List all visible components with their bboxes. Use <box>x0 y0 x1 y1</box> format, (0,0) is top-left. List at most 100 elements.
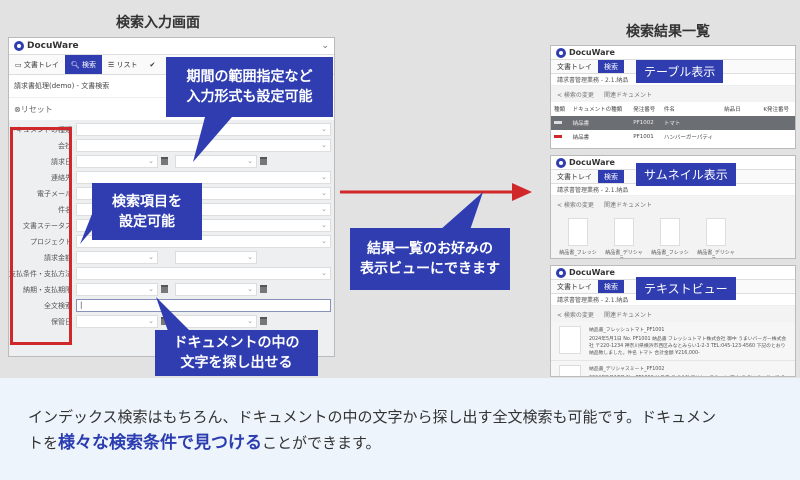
range-start-field[interactable]: ⌄ <box>76 251 158 264</box>
callout-fields: 検索項目を設定可能 <box>92 183 202 240</box>
column-header[interactable]: ドキュメントの種類 <box>572 107 623 113</box>
field-label: ドキュメントの種類 <box>9 126 72 134</box>
docuware-logo-icon <box>556 47 566 58</box>
table-row[interactable]: 納品書トマト2024/05/...PF1002 <box>551 144 795 148</box>
column-header[interactable]: 種類 <box>554 107 566 113</box>
table-cell <box>721 130 760 144</box>
thumbnail-item[interactable]: 納品書_デリシャス... <box>605 218 643 258</box>
document-thumbnail <box>706 218 726 246</box>
back-button[interactable]: < 検索の変更 <box>557 311 594 319</box>
reset-button[interactable]: ⊗リセット <box>14 105 53 114</box>
result-tab[interactable]: 請求書管理業務 - 2.1.納品 <box>551 294 795 306</box>
related-docs[interactable]: 関連ドキュメント <box>603 311 652 319</box>
table-cell: PF1002 <box>630 116 661 130</box>
thumbnail-grid: 納品書_フレッシュ...納品書_デリシャス...納品書_フレッシュ...納品書_… <box>551 212 795 258</box>
back-button[interactable]: < 検索の変更 <box>557 91 594 99</box>
range-start-field[interactable]: ⌄ <box>76 315 158 328</box>
table-cell: 2024/05/... <box>721 144 760 148</box>
check-icon[interactable]: ✔ <box>149 60 156 69</box>
list-button[interactable]: ☰ リスト <box>107 60 138 69</box>
calendar-icon[interactable] <box>260 317 267 325</box>
table-cell: トマト <box>661 144 721 148</box>
table-cell: 納品書 <box>572 135 590 141</box>
range-end-field[interactable]: ⌄ <box>175 283 257 296</box>
label-table-view: テーブル表示 <box>636 60 724 83</box>
range-start-field[interactable]: ⌄ <box>76 155 158 168</box>
form-row: 全文検索| <box>9 298 334 313</box>
column-header[interactable]: K発注番号 <box>763 107 790 113</box>
column-header[interactable]: 件名 <box>663 107 675 113</box>
field-label: 連絡先 <box>51 174 72 182</box>
docuware-logo-icon <box>556 267 566 278</box>
callout-fulltext: ドキュメントの中の文字を探し出せる <box>155 330 318 376</box>
calendar-icon[interactable] <box>260 157 267 165</box>
field-label: 会社 <box>58 142 72 150</box>
column-header[interactable]: 発注番号 <box>633 107 656 113</box>
chevron-down-icon[interactable]: ⌄ <box>321 41 329 51</box>
search-button[interactable]: 検索 <box>598 60 624 73</box>
table-cell: トマト <box>660 116 722 130</box>
thumbnail-item[interactable]: 納品書_フレッシュ... <box>559 218 597 258</box>
thumbnail-item[interactable]: 納品書_デリシャス... <box>697 218 735 258</box>
range-end-field[interactable]: ⌄ <box>175 251 257 264</box>
related-docs[interactable]: 関連ドキュメント <box>603 201 652 209</box>
result-tab[interactable]: 請求書管理業務 - 2.1.納品 <box>551 184 795 196</box>
highlight-text: 様々な検索条件で見つける <box>58 433 263 453</box>
tray-button[interactable]: ▭ 文書トレイ <box>15 60 59 69</box>
field-label: 文書ステータス <box>23 222 72 230</box>
file-type-icon <box>551 130 570 144</box>
table-cell <box>721 116 761 130</box>
back-button[interactable]: < 検索の変更 <box>557 201 594 209</box>
fields-highlight-box <box>10 127 72 345</box>
search-button[interactable]: 🔍︎ 検索 <box>64 55 102 74</box>
result-text-window: DocuWare 文書トレイ検索 請求書管理業務 - 2.1.納品 < 検索の変… <box>550 265 796 377</box>
description-line1: インデックス検索はもちろん、ドキュメントの中の文字から探し出す全文検索も可能です… <box>28 408 717 426</box>
tray-button[interactable]: 文書トレイ <box>557 172 592 181</box>
form-row: 連絡先 ⌄ <box>9 170 334 185</box>
document-thumbnail <box>614 218 634 246</box>
description-line2: トを様々な検索条件で見つけることができます。 <box>28 433 381 453</box>
calendar-icon[interactable] <box>260 285 267 293</box>
file-type-icon <box>551 116 570 130</box>
calendar-icon[interactable] <box>161 157 168 165</box>
result-table-window: DocuWare 文書トレイ検索 請求書管理業務 - 2.1.納品 < 検索の変… <box>550 45 796 149</box>
field-label: 請求金額 <box>44 254 72 262</box>
select-field[interactable]: ⌄ <box>76 171 331 184</box>
table-cell: 納品書 <box>570 144 631 148</box>
form-row: 支払条件・支払方法 ⌄ <box>9 266 334 281</box>
result-thumbnail-window: DocuWare 文書トレイ検索 請求書管理業務 - 2.1.納品 < 検索の変… <box>550 155 796 259</box>
field-label: 納期・支払期限 <box>23 286 72 294</box>
file-type-icon <box>551 144 570 148</box>
label-thumbnail-view: サムネイル表示 <box>636 163 736 186</box>
column-header[interactable]: 納品日 <box>724 107 741 113</box>
field-label: 保管日 <box>51 318 72 326</box>
callout-tails <box>80 117 483 331</box>
range-start-field[interactable]: ⌄ <box>76 283 158 296</box>
field-label: プロジェクト <box>30 238 72 246</box>
tray-button[interactable]: 文書トレイ <box>557 282 592 291</box>
table-cell <box>760 116 795 130</box>
select-field[interactable]: ⌄ <box>76 267 331 280</box>
search-button[interactable]: 検索 <box>598 170 624 183</box>
field-label: 件名 <box>58 206 72 214</box>
tray-button[interactable]: 文書トレイ <box>557 62 592 71</box>
text-view-item[interactable]: 納品書_デリシャスミート_PF10022024年5月17日 No. PF1002… <box>551 361 795 376</box>
document-thumbnail <box>568 218 588 246</box>
search-button[interactable]: 検索 <box>598 280 624 293</box>
app-name: DocuWare <box>27 41 79 51</box>
table-cell <box>630 144 661 148</box>
calendar-icon[interactable] <box>161 285 168 293</box>
docuware-logo-icon <box>556 157 566 168</box>
related-docs[interactable]: 関連ドキュメント <box>603 91 652 99</box>
thumbnail-item[interactable]: 納品書_フレッシュ... <box>651 218 689 258</box>
table-cell <box>760 130 795 144</box>
result-tab[interactable]: 請求書管理業務 - 2.1.納品 <box>551 74 795 86</box>
field-label: 支払条件・支払方法 <box>9 270 72 278</box>
field-label: 電子メール <box>37 190 72 198</box>
fulltext-input[interactable]: | <box>76 299 331 312</box>
form-row: 請求金額 ⌄ ⌄ <box>9 250 334 265</box>
